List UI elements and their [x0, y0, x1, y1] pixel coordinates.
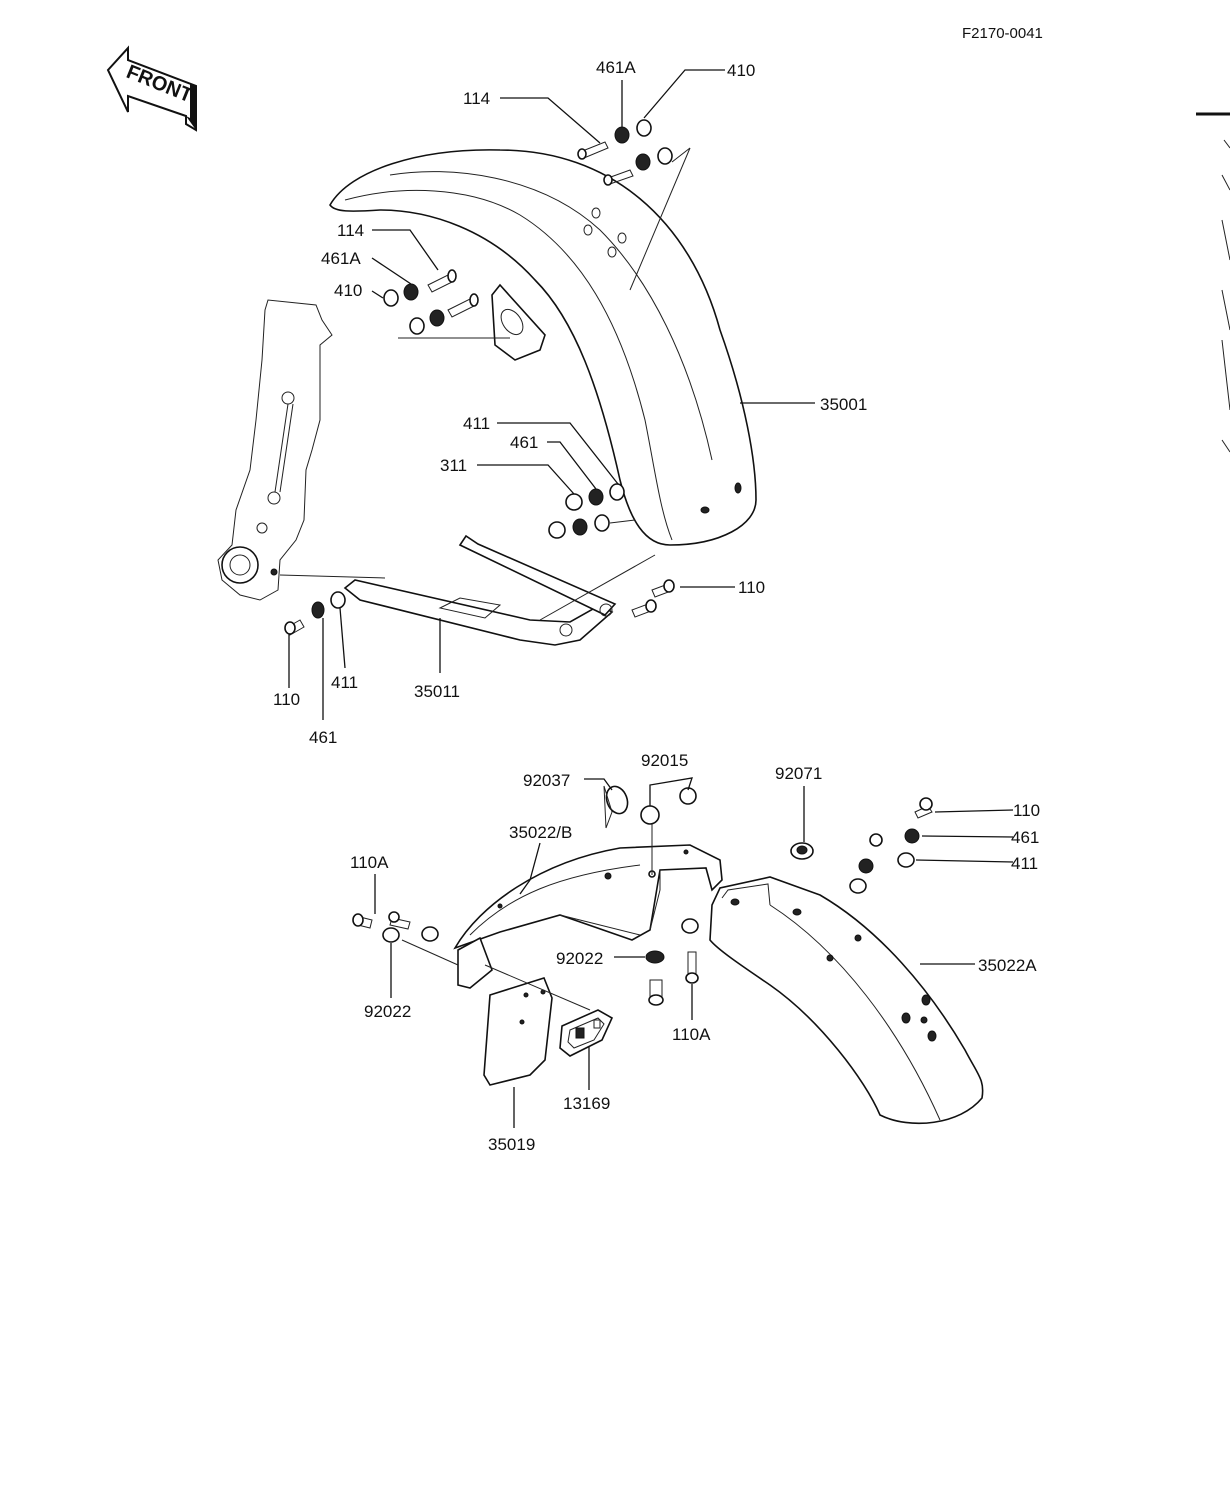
label-461-rear: 461 — [1011, 828, 1039, 847]
label-311: 311 — [440, 456, 467, 475]
part-labels: 114 461A 410 114 461A 410 35001 411 461 … — [273, 58, 1040, 1154]
figure-reference: F2170-0041 — [962, 25, 1043, 42]
label-411-low: 411 — [331, 673, 358, 692]
front-arrow-icon: FRONT — [106, 45, 197, 132]
front-fork-leg — [217, 299, 333, 601]
label-110a-mid: 110A — [672, 1025, 711, 1044]
label-410-left: 410 — [334, 281, 362, 300]
hardware-left-fasteners — [383, 269, 510, 339]
label-411-rear: 411 — [1011, 854, 1038, 873]
rear-bracket-hardware — [352, 911, 493, 989]
label-92022-mid: 92022 — [556, 949, 603, 968]
label-461a-top: 461A — [596, 58, 636, 77]
hardware-stay-fasteners — [284, 579, 675, 636]
label-410-top: 410 — [727, 61, 755, 80]
label-13169: 13169 — [563, 1094, 610, 1113]
label-92022-left: 92022 — [364, 1002, 411, 1021]
license-bracket-35019 — [483, 964, 591, 1086]
reflector-13169 — [559, 1009, 614, 1057]
label-110-right: 110 — [738, 578, 765, 597]
label-110-left: 110 — [273, 690, 300, 709]
hardware-mid-fasteners — [548, 483, 636, 539]
label-411-mid: 411 — [463, 414, 490, 433]
leader-lines — [288, 69, 1014, 1128]
label-461a-left: 461A — [321, 249, 361, 268]
label-92015: 92015 — [641, 751, 688, 770]
label-92071: 92071 — [775, 764, 822, 783]
label-110-rear: 110 — [1013, 801, 1040, 820]
label-35022a: 35022A — [978, 956, 1037, 975]
label-461-low: 461 — [309, 728, 337, 747]
label-35001: 35001 — [820, 395, 867, 414]
label-114-top: 114 — [463, 89, 490, 108]
front-fender-35001 — [329, 149, 757, 546]
label-114-left: 114 — [337, 221, 364, 240]
label-110a-left: 110A — [350, 853, 389, 872]
label-461-mid: 461 — [510, 433, 538, 452]
hardware-top-fasteners — [577, 119, 691, 291]
margin-marks — [1196, 112, 1230, 453]
label-35019: 35019 — [488, 1135, 535, 1154]
rear-fender-35022a — [709, 876, 984, 1125]
label-92037: 92037 — [523, 771, 570, 790]
fender-stay-35011 — [279, 534, 656, 646]
label-35011: 35011 — [414, 682, 460, 701]
label-35022b: 35022/B — [509, 823, 572, 842]
rear-fender-front-section-35022b — [453, 844, 723, 950]
